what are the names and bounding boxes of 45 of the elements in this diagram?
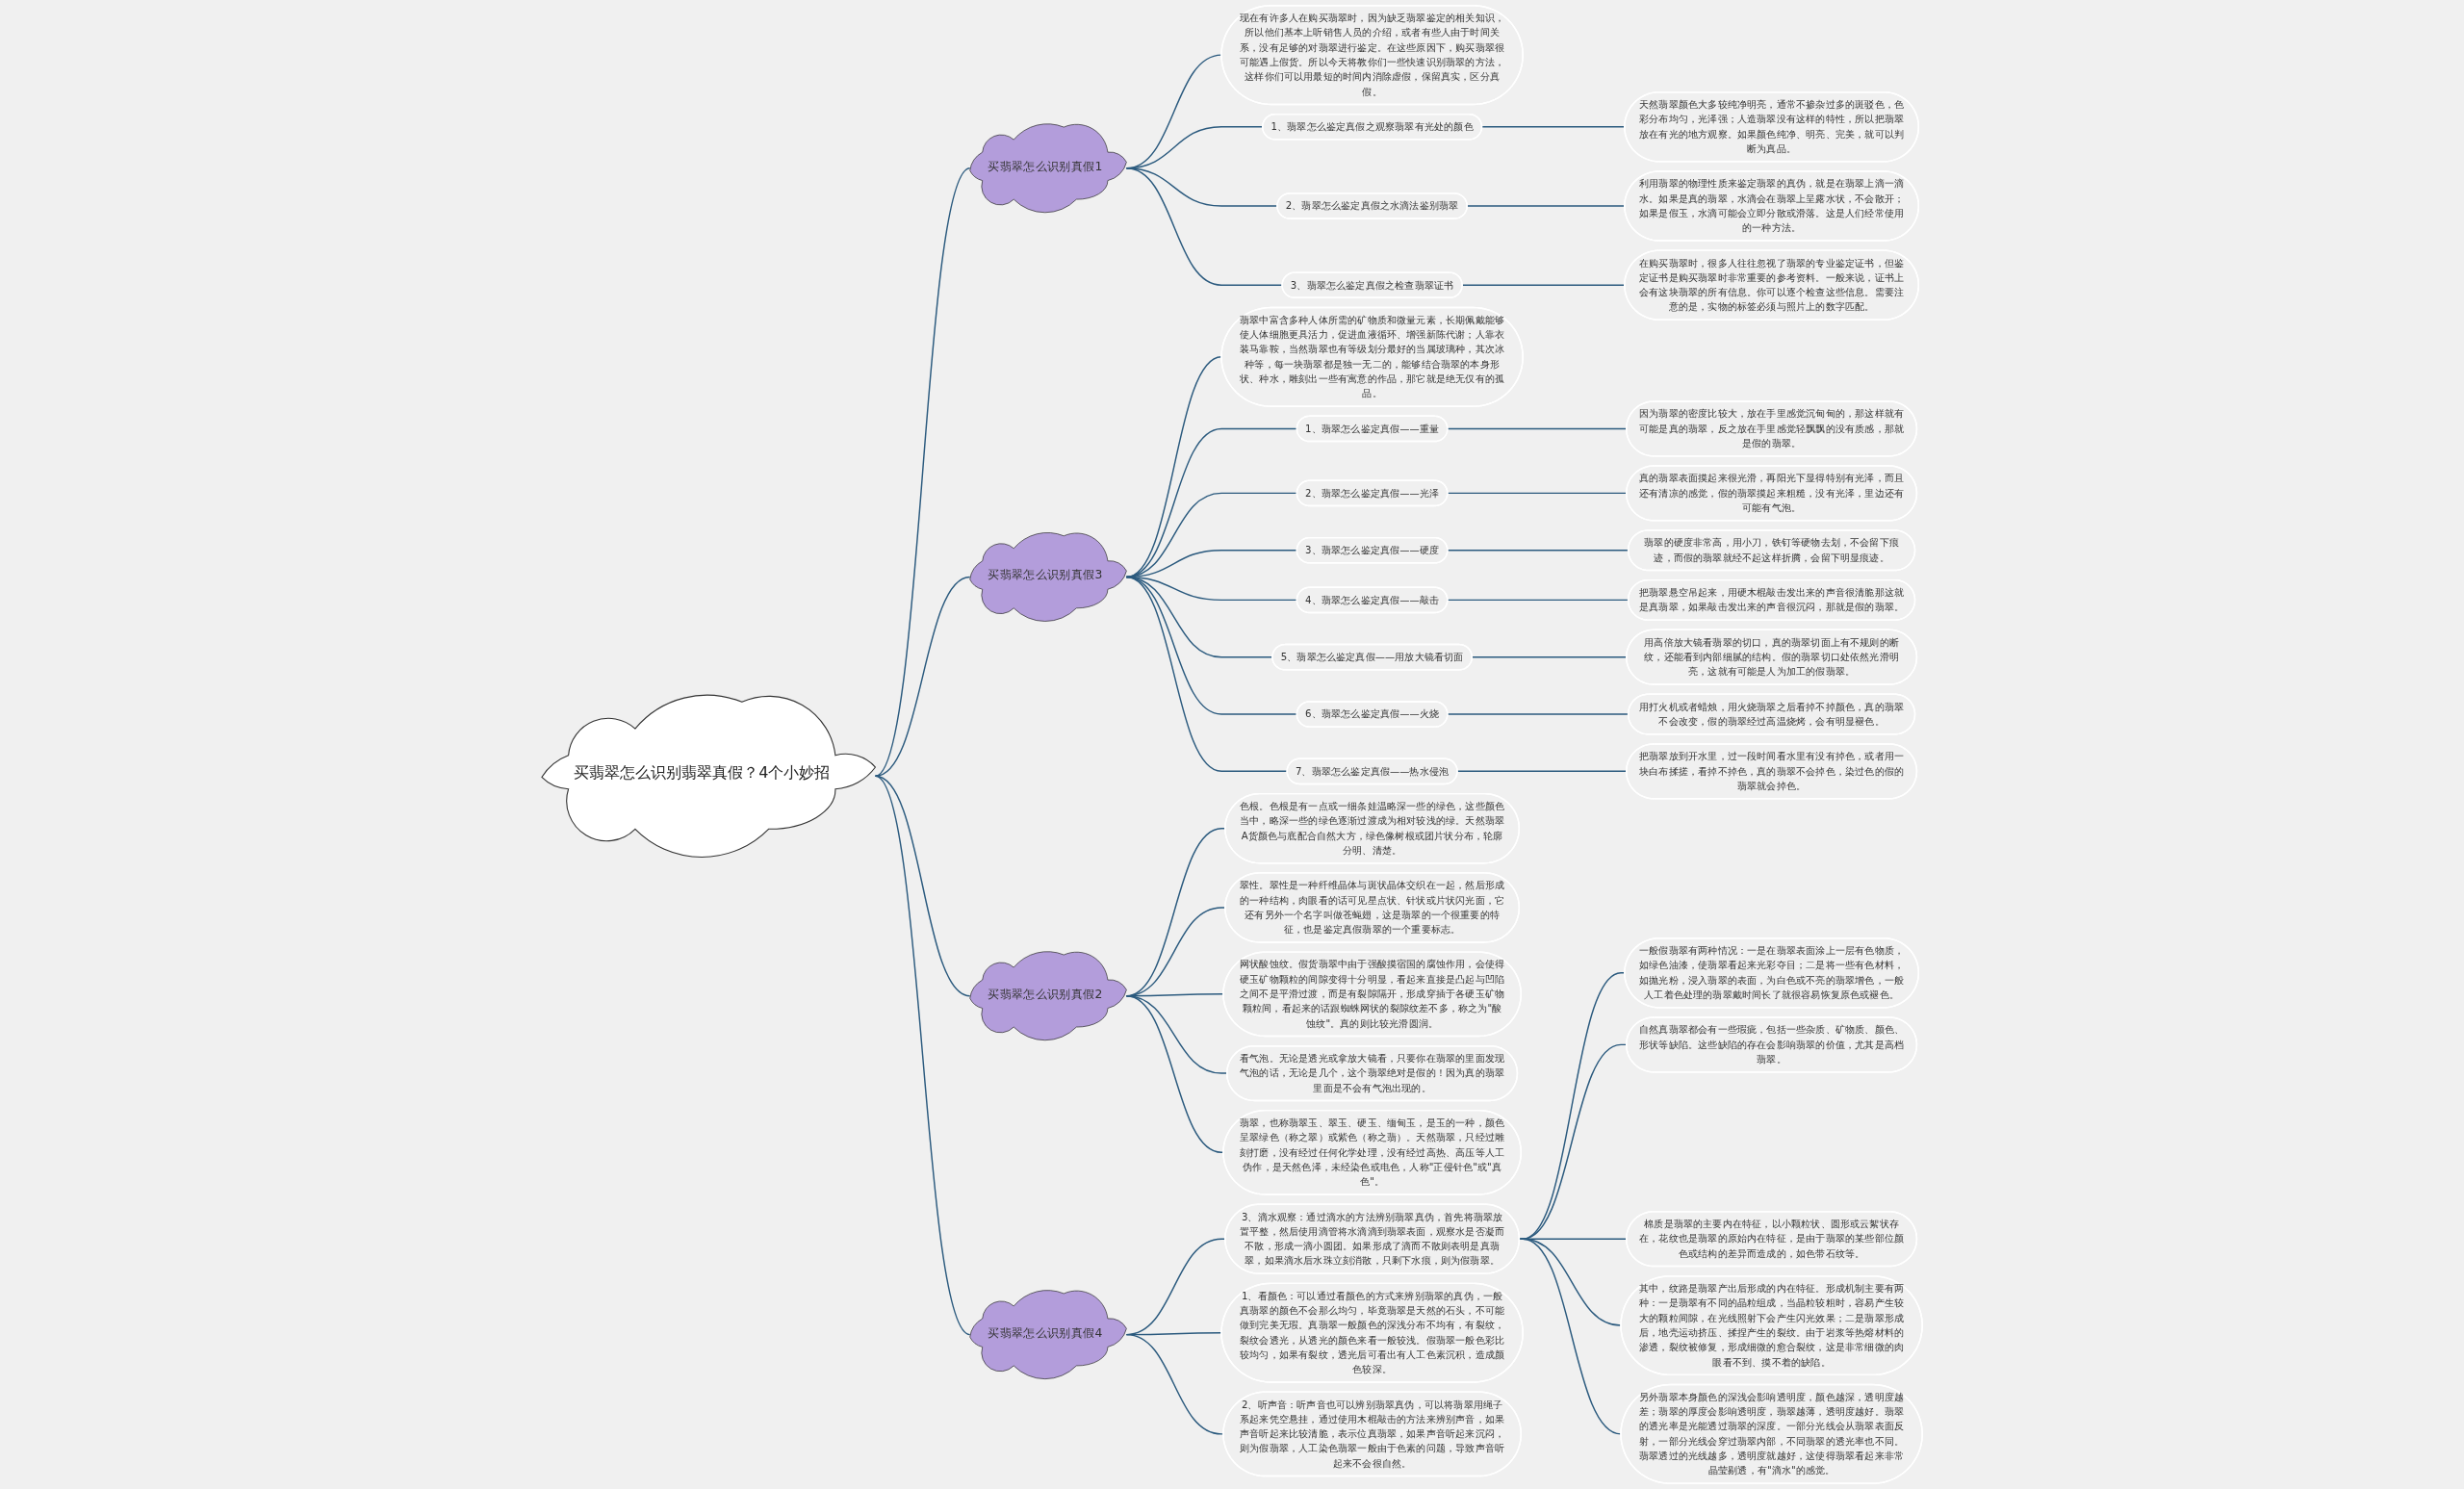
- connector: [874, 167, 971, 778]
- connector: [1125, 167, 1283, 286]
- node-text: 翠性。翠性是一种纤维晶体与斑状晶体交织在一起，然后形成的一种结构，肉眼看的话可见星点状、针状或片状闪光面，它还有另外一个名字叫做苍蝇翅，这是翡翠的一个很重要的特征，也是鉴定真假翡翠的一个重要标志。: [1240, 879, 1505, 936]
- node-text: 4、翡翠怎么鉴定真假——敲击: [1305, 594, 1440, 605]
- node-text: 另外翡翠本身颜色的深浅会影响透明度，颜色越深，透明度越差；翡翠的厚度会影响透明度，翡翠越薄，透明度越好。翡翠的透光率是光能透过翡翠的深度。一部分光线会从翡翠表面反射，一部分光线会穿过翡翠内部，不同翡翠的透光率也不同。翡翠透过的光线越多，透明度就越好，这使得翡翠看起来非常晶莹剔透，有"滴水"的感觉。: [1639, 1391, 1905, 1476]
- node-text: 6、翡翠怎么鉴定真假——火烧: [1305, 707, 1440, 720]
- node-text: 因为翡翠的密度比较大，放在手里感觉沉甸甸的，那这样就有可能是真的翡翠，反之放在手里感觉轻飘飘的没有质感，那就是假的翡翠。: [1639, 407, 1905, 449]
- node-text: 翡翠中富含多种人体所需的矿物质和微量元素，长期佩戴能够使人体细胞更具活力，促进血液循环、增强新陈代谢；人靠衣装马靠鞍，当然翡翠也有等级划分最好的当属玻璃种，其次冰种等，每一块翡翠都是独一无二的，能够结合翡翠的本身形状、种水，雕刻出一些有寓意的作品，那它就是绝无仅有的孤品。: [1240, 314, 1505, 399]
- node-text: 5、翡翠怎么鉴定真假——用放大镜看切面: [1280, 651, 1464, 663]
- node-text: 7、翡翠怎么鉴定真假——热水侵泡: [1295, 765, 1450, 777]
- node-text: 把翡翠放到开水里，过一段时间看水里有没有掉色，或者用一块白布揉搓，看掉不掉色，真的翡翠不会掉色，染过色的假的翡翠就会掉色。: [1639, 750, 1905, 792]
- node-text: 看气泡。无论是透光或拿放大镜看，只要你在翡翠的里面发现气泡的话，无论是几个，这个翡翠绝对是假的！因为真的翡翠里面是不会有气泡出现的。: [1240, 1052, 1505, 1093]
- node-text: 把翡翠悬空吊起来，用硬木棍敲击发出来的声音很清脆那这就是真翡翠，如果敲击发出来的声音很沉闷，那就是假的翡翠。: [1639, 586, 1905, 613]
- connector: [1456, 770, 1628, 773]
- node-text: 2、翡翠怎么鉴定真假之水滴法鉴别翡翠: [1285, 199, 1459, 212]
- node-text: 一般假翡翠有两种情况：一是在翡翠表面涂上一层有色物质，如绿色油漆，使翡翠看起来光彩夺目；二是将一些有色材料，如抛光粉，浸入翡翠的表面，为白色或不亮的翡翠增色，一般人工着色处理的翡翠戴时间长了就很容易恢复原色或褪色。: [1639, 944, 1905, 1001]
- node-text: 其中，纹路是翡翠产出后形成的内在特征。形成机制主要有两种：一是翡翠有不同的晶粒组成，当晶粒较粗时，容易产生较大的颗粒间隙，在光线照射下会产生闪光效果；二是翡翠形成后，地壳运动挤压、揉捏产生的裂纹。由于岩浆等热熔材料的渗透，裂纹被修复，形成细微的愈合裂纹，这是非常细微的肉眼看不到、摸不着的缺陷。: [1639, 1282, 1905, 1368]
- connector: [1447, 599, 1630, 602]
- connector: [1125, 576, 1288, 773]
- node-text: 棉质是翡翠的主要内在特征，以小颗粒状、圆形或云絮状存在，花纹也是翡翠的原始内在特征，是由于翡翠的某些部位颜色或结构的差异而造成的，如色带石纹等。: [1639, 1218, 1905, 1259]
- node-text: 用打火机或者蜡烛，用火烧翡翠之后看掉不掉颜色，真的翡翠不会改变，假的翡翠经过高温烧烤，会有明显褪色。: [1639, 701, 1905, 728]
- node-text: 翡翠的硬度非常高，用小刀，铁钉等硬物去划，不会留下痕迹，而假的翡翠就经不起这样折腾，会留下明显痕迹。: [1644, 536, 1900, 563]
- node-text: 3、滴水观察：通过滴水的方法辨别翡翠真伪，首先将翡翠放置平整，然后使用滴管将水滴滴到翡翠表面，观察水是否凝而不散，形成一滴小圆团。如果形成了滴而不散则表明是真翡翠，如果滴水后水珠立刻消散，只剩下水痕，则为假翡翠。: [1240, 1211, 1505, 1267]
- node-text: 现在有许多人在购买翡翠时，因为缺乏翡翠鉴定的相关知识，所以他们基本上听销售人员的介绍，或者有些人由于时间关系，没有足够的对翡翠进行鉴定。在这些原因下，购买翡翠很可能遇上假货。所以今天将教你们一些快速识别翡翠的方法，这样你们可以用最短的时间内消除虚假，保留真实，区分真假。: [1240, 12, 1505, 97]
- node-text: 利用翡翠的物理性质来鉴定翡翠的真伪，就是在翡翠上滴一滴水。如果是真的翡翠，水滴会在翡翠上呈露水状，不会散开；如果是假玉，水滴可能会立即分散或滑落。这是人们经常使用的一种方法。: [1639, 177, 1905, 234]
- connector: [1447, 492, 1628, 495]
- node-text: 网状酸蚀纹。假货翡翠中由于强酸摸宿国的腐蚀作用，会使得硬玉矿物颗粒的间隙变得十分明显，看起来直接是凸起与凹陷之间不是平滑过渡，而是有裂隙隔开，形成穿插于各硬玉矿物颗粒间，看起来的话跟蜘蛛网状的裂隙纹差不多，称之为"酸蚀纹"。真的则比较光滑圆润。: [1240, 959, 1505, 1029]
- node-text: 翡翠，也称翡翠玉、翠玉、硬玉、缅甸玉，是玉的一种，颜色呈翠绿色（称之翠）或紫色（称之翡）。天然翡翠，只经过雕刻打磨，没有经过任何化学处理，没有经过高热、高压等人工伪作，是天然色泽，未经染色或电色，人称"正侵针色"或"真色"。: [1240, 1117, 1505, 1188]
- node-text: 真的翡翠表面摸起来很光滑，再阳光下显得特别有光泽，而且还有清凉的感觉，假的翡翠摸起来粗糙，没有光泽，里边还有可能有气泡。: [1639, 472, 1905, 514]
- node-text: 在购买翡翠时，很多人往往忽视了翡翠的专业鉴定证书，但鉴定证书是购买翡翠时非常重要的参考资料。一般来说，证书上会有这块翡翠的所有信息。你可以逐个检查这些信息。需要注意的是，实物的标签必须与照片上的数字匹配。: [1639, 257, 1905, 313]
- node-text: 自然真翡翠都会有一些瑕疵，包括一些杂质、矿物质、颜色、形状等缺陷。这些缺陷的存在会影响翡翠的价值，尤其是高档翡翠。: [1639, 1023, 1905, 1065]
- node-text: 色根。色根是有一点或一细条娃温略深一些的绿色，这些颜色当中，略深一些的绿色逐渐过渡成为相对较浅的绿。天然翡翠A货颜色与底配合自然大方，绿色像树根或团片状分布，轮廓分明、清楚。: [1240, 800, 1505, 857]
- connector: [874, 576, 971, 778]
- node-text: 1、看颜色：可以通过看颜色的方式来辨别翡翠的真伪，一般真翡翠的颜色不会那么均匀，毕竟翡翠是天然的石头，不可能做到完美无瑕。真翡翠一般颜色的深浅分布不均有，有裂纹，裂纹会透光，从透光的颜色来看一般较浅。假翡翠一般色彩比较均匀，如果有裂纹，透光后可看出有人工色素沉积，造成颜色较深。: [1240, 1290, 1505, 1375]
- node-text: 2、听声音：听声音也可以辨别翡翠真伪，可以将翡翠用绳子系起来凭空悬挂，通过使用木棍敲击的方法来辨别声音，如果声音听起来比较清脆，表示位真翡翠，如果声音听起来沉闷，则为假翡翠，人工染色翡翠一般由于色素的问题，导致声音听起来不会很自然。: [1240, 1399, 1505, 1469]
- node-text: 1、翡翠怎么鉴定真假之观察翡翠有光处的颜色: [1270, 120, 1474, 133]
- node-text: 3、翡翠怎么鉴定真假——硬度: [1305, 544, 1440, 556]
- node-text: 用高倍放大镜看翡翠的切口，真的翡翠切面上有不规则的断纹，还能看到内部细腻的结构。假的翡翠切口处依然光滑明亮，这就有可能是人为加工的假翡翠。: [1644, 636, 1900, 678]
- node-text: 1、翡翠怎么鉴定真假——重量: [1305, 423, 1440, 434]
- connector: [874, 775, 971, 1336]
- node-text: 3、翡翠怎么鉴定真假之检查翡翠证书: [1290, 279, 1454, 291]
- node-text: 2、翡翠怎么鉴定真假——光泽: [1305, 487, 1440, 499]
- connector: [1447, 427, 1628, 430]
- connector: [1125, 356, 1222, 578]
- node-text: 天然翡翠颜色大多较纯净明亮，通常不掺杂过多的斑驳色，色彩分布均匀，光泽强；人造翡翠没有这样的特性，所以把翡翠放在有光的地方观察。如果颜色纯净、明亮、完美，就可以判断为真品。: [1639, 98, 1905, 155]
